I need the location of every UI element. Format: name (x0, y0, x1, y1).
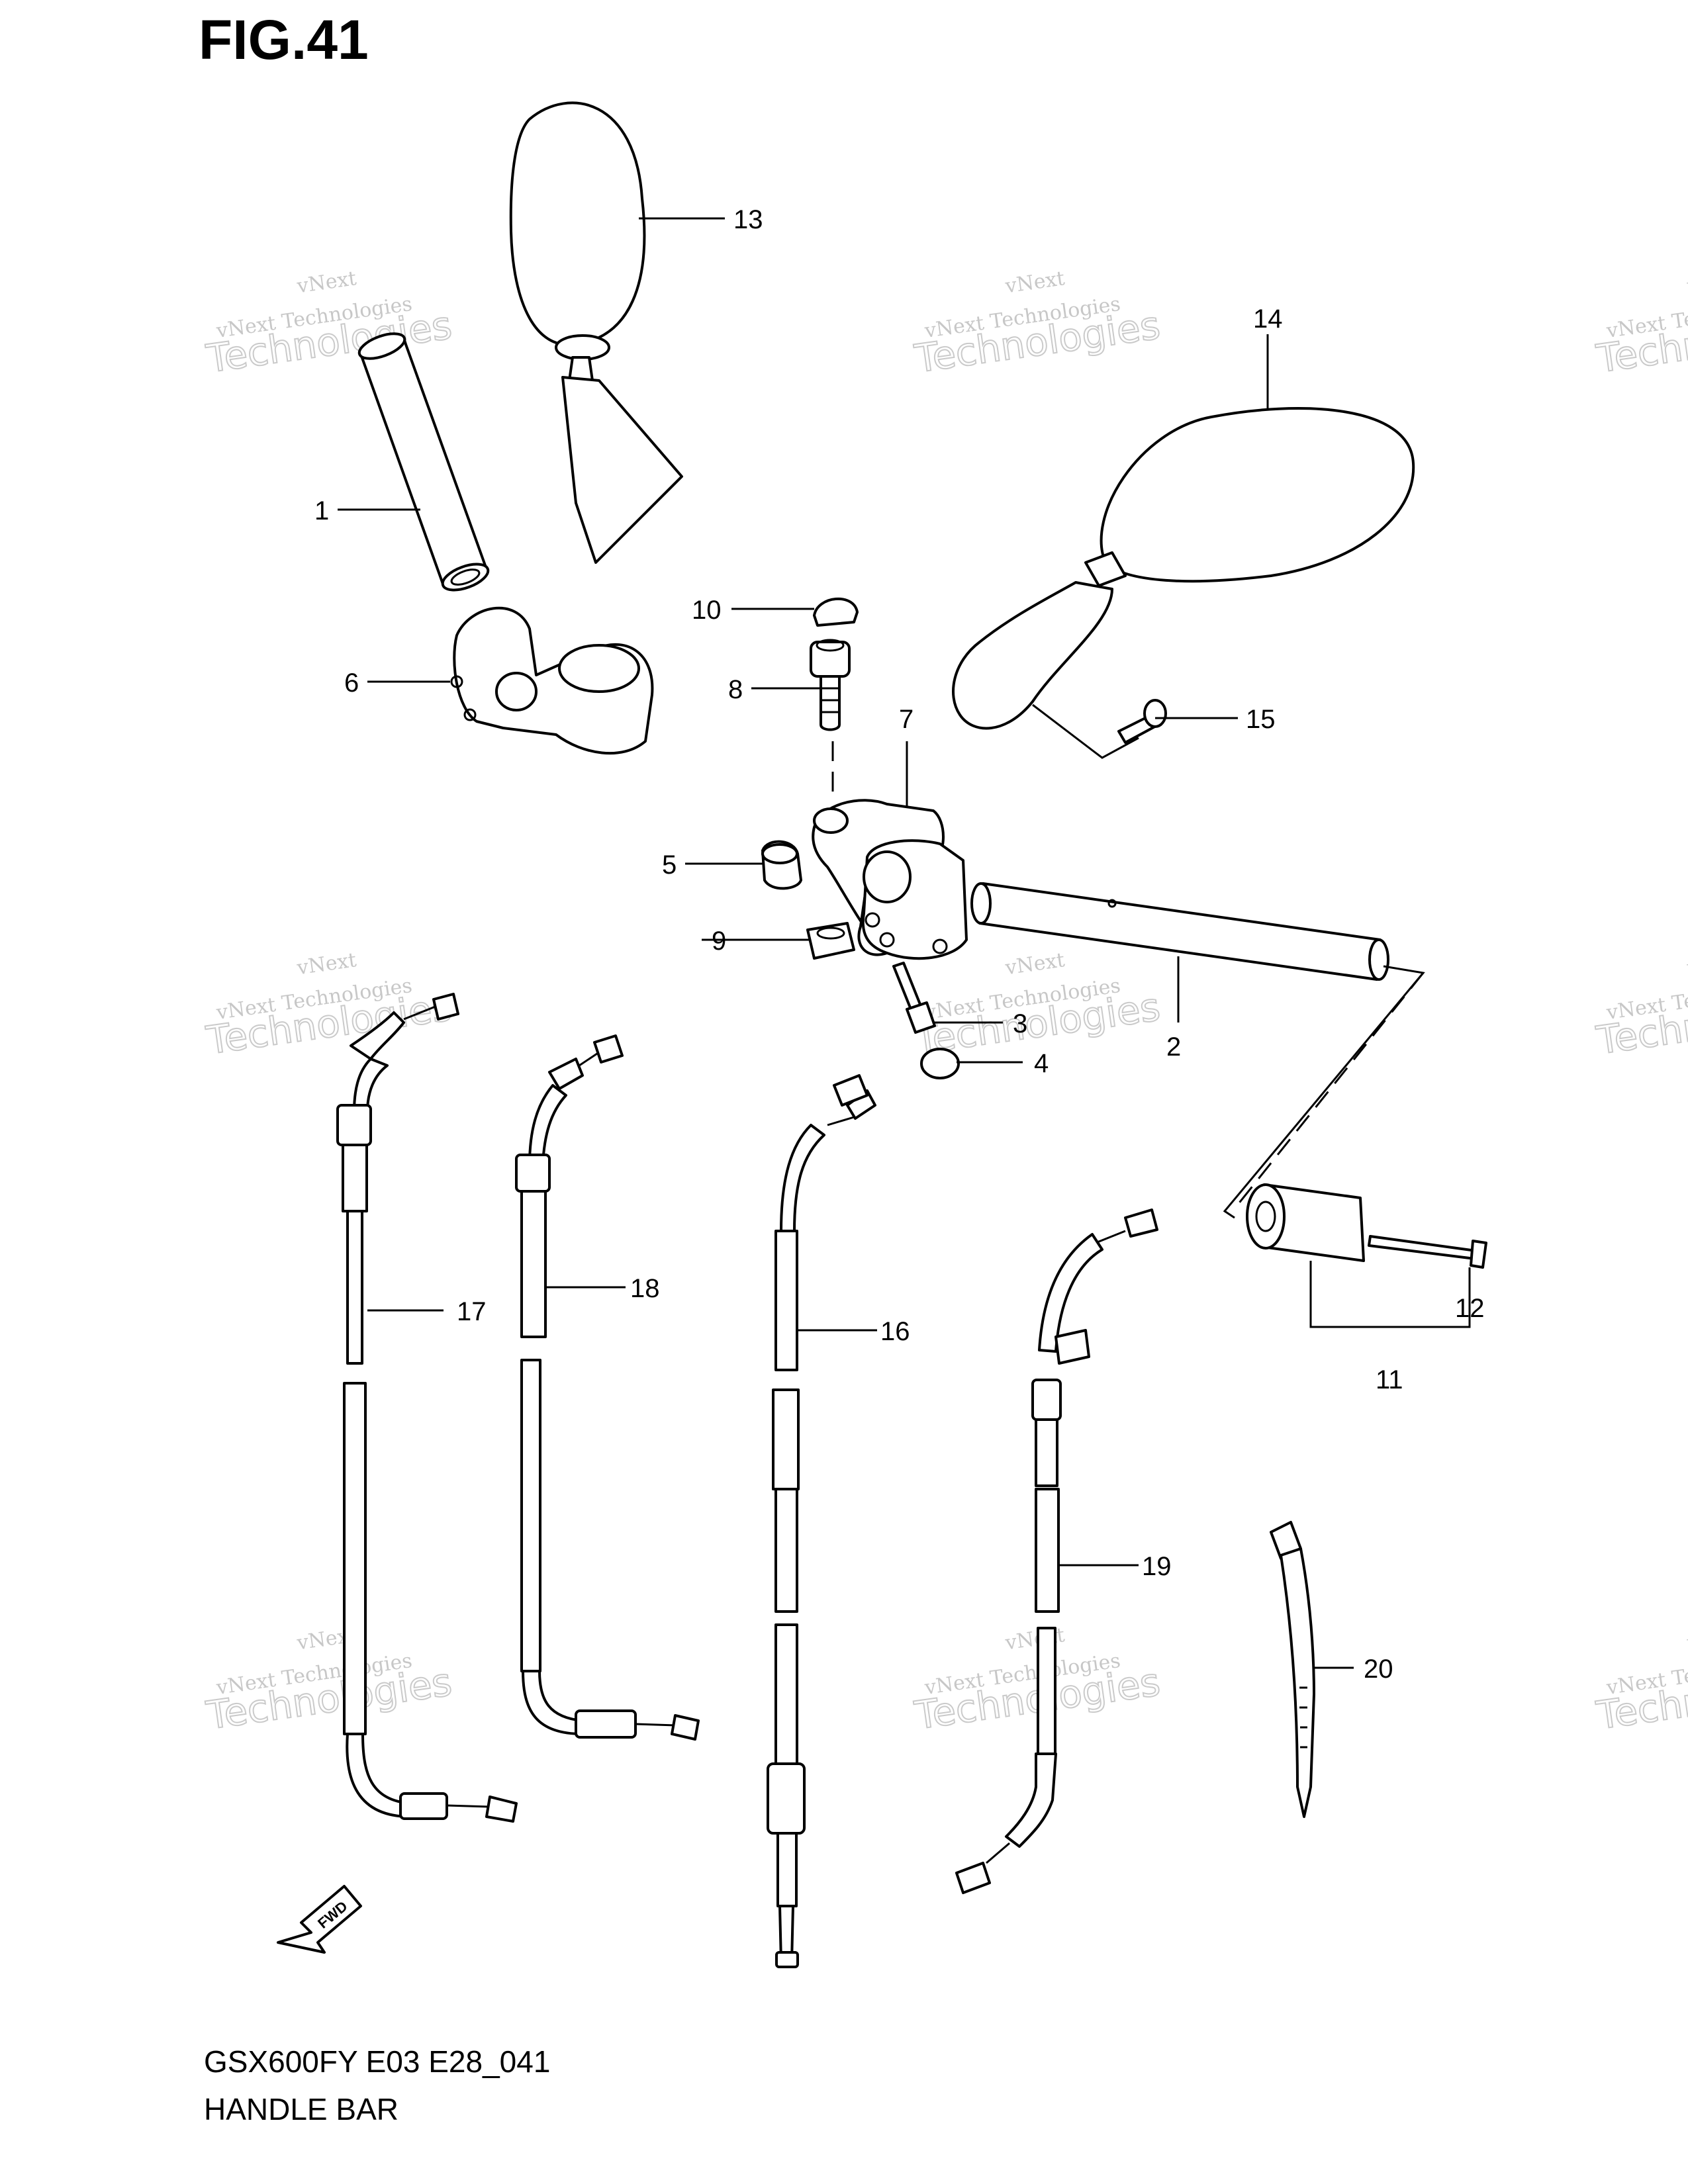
callout-10: 10 (692, 596, 722, 625)
callout-13: 13 (733, 205, 763, 234)
callout-11: 11 (1376, 1365, 1403, 1394)
part-9-nut (806, 922, 855, 960)
watermark: vNext (1004, 1623, 1066, 1655)
watermark: vNext (295, 267, 358, 298)
fwd-arrow: FWD (277, 1885, 362, 1954)
callout-18: 18 (630, 1274, 660, 1303)
diagram-name: HANDLE BAR (204, 2092, 399, 2126)
part-15-screw (1117, 699, 1167, 744)
part-5-nut (761, 840, 802, 890)
figure-title: FIG.41 (199, 9, 369, 71)
part-8-bolt (810, 639, 851, 731)
callout-4: 4 (1034, 1049, 1049, 1078)
part-7-clamp-right (812, 799, 968, 960)
callout-7: 7 (899, 705, 914, 734)
part-10-cap (813, 597, 859, 627)
callout-16: 16 (880, 1317, 910, 1346)
watermark: vNext (1685, 948, 1688, 979)
callout-1: 1 (314, 496, 329, 525)
assembly-line (1032, 704, 1139, 759)
callout-5: 5 (662, 850, 677, 880)
callout-2: 2 (1166, 1032, 1181, 1062)
callout-9: 9 (712, 927, 726, 956)
leader-lines (338, 217, 1471, 1669)
watermark: vNext (1004, 948, 1066, 979)
assembly-line (1237, 972, 1425, 1205)
part-3-screw (892, 962, 936, 1034)
part-1-handlebar-tube (357, 332, 490, 592)
group-bracket (1309, 1261, 1471, 1328)
watermark: vNext (1685, 1623, 1688, 1655)
callout-17: 17 (457, 1297, 487, 1326)
watermark: vNext (1004, 267, 1066, 298)
callout-15: 15 (1246, 705, 1276, 734)
part-6-clamp-left (450, 606, 654, 755)
callout-8: 8 (728, 675, 743, 704)
watermark: vNext (295, 948, 358, 979)
part-14-mirror-right (952, 407, 1415, 730)
callout-numbers: 1 2 3 4 5 6 7 8 9 10 11 12 13 14 15 16 1… (314, 205, 1485, 1684)
callout-12: 12 (1455, 1294, 1485, 1323)
part-12-screw (1368, 1235, 1487, 1269)
callout-14: 14 (1253, 304, 1283, 334)
part-4-cap (920, 1048, 960, 1079)
part-18-cable (515, 1034, 700, 1741)
model-code: GSX600FY E03 E28_041 (204, 2044, 551, 2079)
part-13-mirror-left (509, 101, 683, 564)
callout-20: 20 (1364, 1655, 1393, 1684)
callout-6: 6 (344, 668, 359, 698)
part-16-cable (767, 1074, 876, 1968)
part-20-cable-tie (1270, 1521, 1315, 1818)
part-17-cable (336, 993, 518, 1823)
callout-19: 19 (1142, 1552, 1172, 1581)
watermark: vNext (1685, 267, 1688, 298)
part-2-handlebar-tube (970, 882, 1389, 981)
assembly-line (1223, 965, 1425, 1219)
part-11-bar-end-weight (1246, 1183, 1365, 1262)
part-19-cable (955, 1208, 1158, 1894)
callout-3: 3 (1013, 1009, 1027, 1038)
